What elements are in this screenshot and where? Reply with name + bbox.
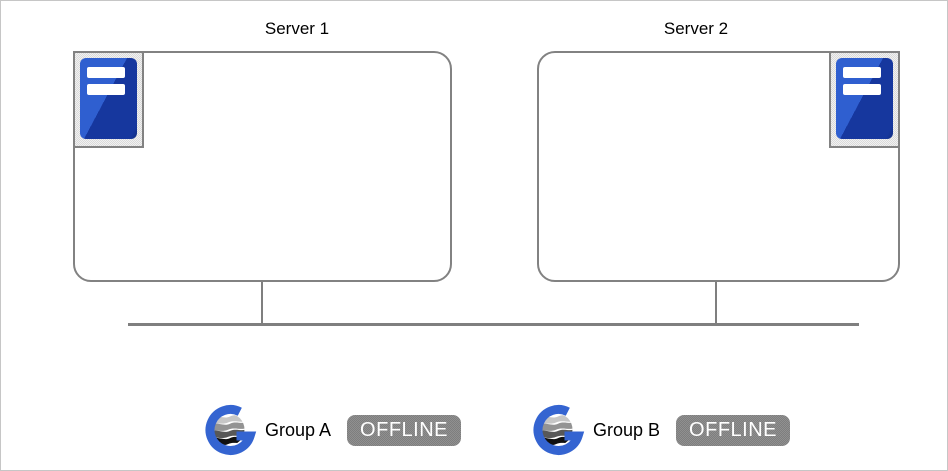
group-globe-g-logo[interactable] <box>533 401 587 459</box>
server-1-link-line <box>261 282 263 325</box>
server-1-title: Server 1 <box>264 19 330 38</box>
network-bus-line <box>128 323 859 326</box>
server-drive-bay <box>87 67 125 78</box>
server-2-link-line <box>715 282 717 325</box>
group-a-status-badge: OFFLINE <box>347 414 461 446</box>
group-b-label: Group B <box>593 419 661 440</box>
server-drive-bay <box>843 67 881 78</box>
group-globe-g-logo[interactable] <box>205 401 259 459</box>
group-a-row: Group A OFFLINE <box>205 400 461 460</box>
server-drive-bay <box>843 84 881 95</box>
group-b-row: Group B OFFLINE <box>533 400 790 460</box>
server-drive-bay <box>87 84 125 95</box>
server-tower-icon <box>836 58 893 139</box>
server-1-icon[interactable] <box>73 51 144 148</box>
group-a-label: Group A <box>265 419 332 440</box>
server-tower-icon <box>80 58 137 139</box>
server-2-title: Server 2 <box>663 19 729 38</box>
server-2-icon[interactable] <box>829 51 900 148</box>
group-b-status-badge: OFFLINE <box>676 414 790 446</box>
